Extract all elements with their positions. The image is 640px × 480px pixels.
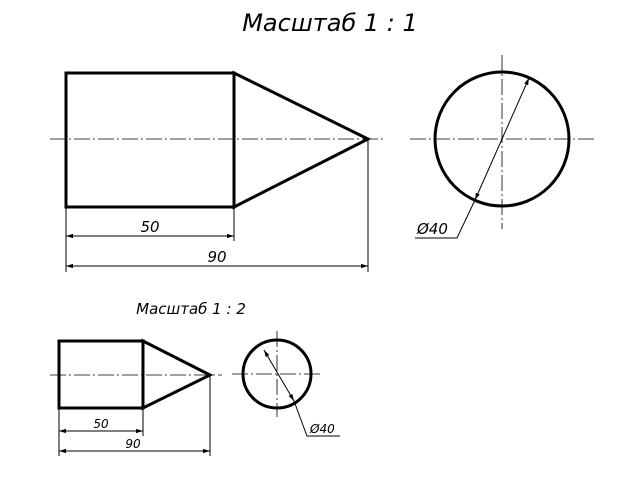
- title-large: Масштаб 1 : 1: [242, 9, 418, 37]
- cone-outline-large: [232, 70, 372, 210]
- circle-outline-small: [241, 338, 313, 410]
- diameter-label-large: Ø40: [416, 220, 448, 238]
- dimension-label-90-small: 90: [125, 437, 141, 451]
- title-small: Масштаб 1 : 2: [136, 300, 246, 318]
- diameter-leader-large: [415, 199, 476, 239]
- cylinder-outline-large: [64, 71, 236, 209]
- diameter-label-small: Ø40: [309, 422, 335, 436]
- diameter-line-large: [474, 77, 530, 201]
- view-small: Масштаб 1 : 2 50 90 Ø40: [50, 300, 340, 456]
- circle-outline-large: [433, 70, 571, 208]
- diameter-line-small: [263, 349, 295, 402]
- view-large: Масштаб 1 : 1 50 90 Ø40: [50, 9, 594, 272]
- cone-outline-small: [141, 338, 214, 411]
- dimension-label-50-large: 50: [140, 218, 159, 236]
- dimension-label-50-small: 50: [93, 417, 109, 431]
- cylinder-outline-small: [57, 339, 145, 410]
- diameter-leader-small: [293, 400, 340, 437]
- dimension-label-90-large: 90: [207, 248, 226, 266]
